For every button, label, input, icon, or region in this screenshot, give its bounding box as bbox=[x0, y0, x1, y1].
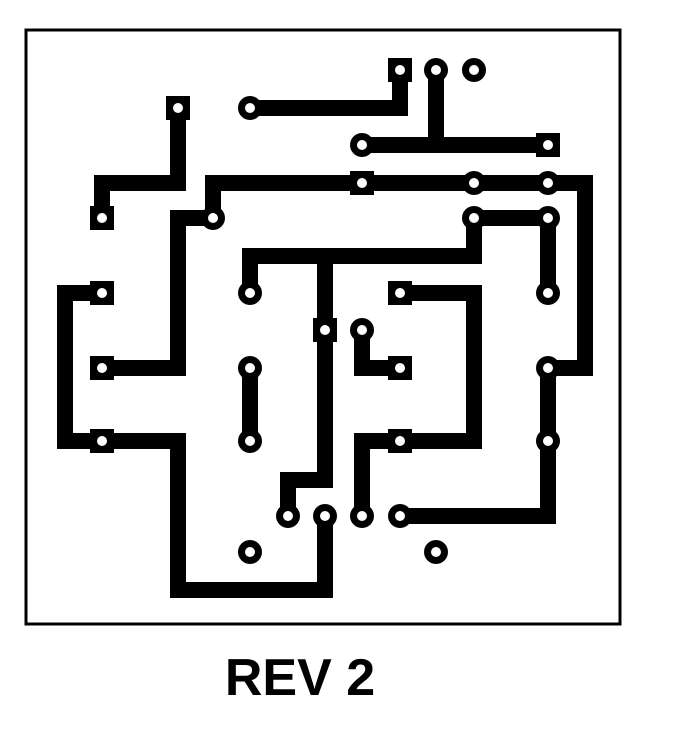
drill-hole bbox=[395, 288, 405, 298]
drill-hole bbox=[357, 140, 367, 150]
drill-hole bbox=[543, 140, 553, 150]
trace bbox=[392, 360, 556, 524]
drill-hole bbox=[357, 511, 367, 521]
drill-holes bbox=[97, 65, 553, 557]
drill-hole bbox=[357, 178, 367, 188]
drill-hole bbox=[395, 363, 405, 373]
drill-hole bbox=[543, 436, 553, 446]
drill-hole bbox=[283, 511, 293, 521]
trace bbox=[280, 248, 333, 524]
trace bbox=[354, 285, 482, 524]
trace bbox=[205, 175, 593, 376]
drill-hole bbox=[469, 178, 479, 188]
trace bbox=[242, 210, 482, 301]
drill-hole bbox=[97, 213, 107, 223]
drill-hole bbox=[245, 363, 255, 373]
board-outline bbox=[24, 28, 622, 626]
drill-hole bbox=[357, 325, 367, 335]
traces bbox=[57, 62, 593, 598]
round-pads bbox=[201, 58, 560, 564]
trace bbox=[57, 285, 333, 598]
drill-hole bbox=[431, 547, 441, 557]
drill-hole bbox=[431, 65, 441, 75]
drill-hole bbox=[97, 436, 107, 446]
drill-hole bbox=[395, 511, 405, 521]
pcb-layout bbox=[24, 28, 622, 626]
drill-hole bbox=[469, 213, 479, 223]
drill-hole bbox=[245, 547, 255, 557]
drill-hole bbox=[543, 178, 553, 188]
revision-label: REV 2 bbox=[224, 649, 376, 707]
drill-hole bbox=[245, 288, 255, 298]
trace bbox=[242, 62, 408, 116]
trace bbox=[466, 210, 556, 301]
drill-hole bbox=[320, 511, 330, 521]
drill-hole bbox=[395, 436, 405, 446]
drill-hole bbox=[245, 103, 255, 113]
trace bbox=[354, 322, 408, 376]
trace bbox=[94, 100, 186, 226]
drill-hole bbox=[469, 65, 479, 75]
drill-hole bbox=[543, 288, 553, 298]
drill-hole bbox=[543, 213, 553, 223]
drill-hole bbox=[320, 325, 330, 335]
drill-hole bbox=[543, 363, 553, 373]
drill-hole bbox=[245, 436, 255, 446]
drill-hole bbox=[97, 363, 107, 373]
drill-hole bbox=[97, 288, 107, 298]
drill-hole bbox=[208, 213, 218, 223]
drill-hole bbox=[173, 103, 183, 113]
drill-hole bbox=[395, 65, 405, 75]
trace bbox=[94, 210, 221, 376]
